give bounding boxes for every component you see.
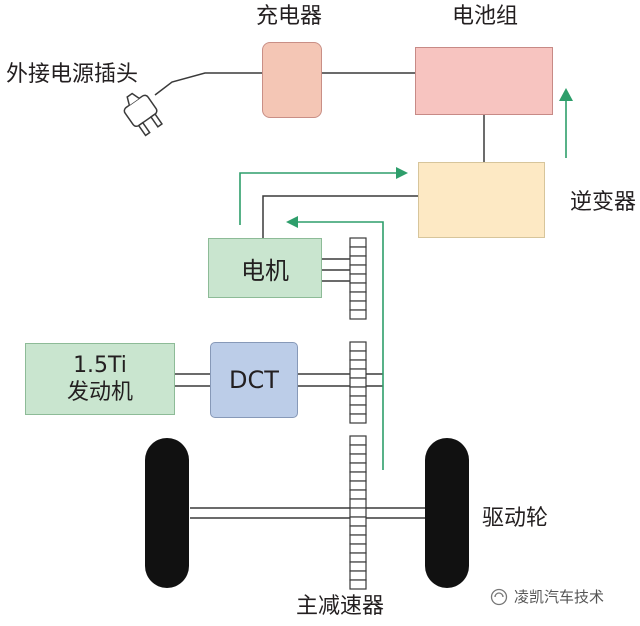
gear-tooth (349, 507, 367, 518)
plug-cable (154, 72, 262, 96)
inverter-box (418, 162, 545, 238)
energy-flow-arrows (239, 100, 567, 470)
right-wheel (425, 438, 469, 588)
dct-label: DCT (229, 366, 279, 394)
motor-to-inverter-flow (239, 172, 400, 225)
gear-tooth (349, 246, 367, 257)
drive-wheel-label: 驱动轮 (482, 506, 549, 531)
engine-label-line1: 1.5Ti (73, 352, 127, 378)
gear-tooth (349, 534, 367, 545)
connection-lines (154, 72, 485, 519)
final-drive-label: 主减速器 (296, 594, 385, 619)
gear-tooth (349, 413, 367, 424)
wheel-to-motor-flow (297, 221, 384, 470)
gear-tooth (349, 237, 367, 248)
motor-box: 电机 (208, 238, 322, 298)
arrowhead-left (286, 216, 298, 228)
gear-tooth (349, 444, 367, 455)
arrowheads (286, 88, 573, 228)
gear-tooth (349, 498, 367, 509)
left-wheel (145, 438, 189, 588)
gear-tooth (349, 386, 367, 397)
battery-pack-label: 电池组 (452, 4, 519, 29)
charger-box (262, 42, 322, 118)
final-drive-gear (349, 237, 367, 590)
inverter-label: 逆变器 (570, 190, 637, 215)
gear-tooth (349, 291, 367, 302)
engine-box: 1.5Ti 发动机 (25, 343, 175, 415)
gear-tooth (349, 453, 367, 464)
gear-tooth (349, 570, 367, 581)
gear-tooth (349, 359, 367, 370)
gear-tooth (349, 395, 367, 406)
battery-pack-box (415, 47, 553, 115)
charger-label: 充电器 (256, 4, 323, 29)
gear-tooth (349, 579, 367, 590)
gear-tooth (349, 377, 367, 388)
watermark: 凌凯汽车技术 (490, 586, 604, 607)
gear-tooth (349, 480, 367, 491)
gear-tooth (349, 341, 367, 352)
gear-tooth (349, 561, 367, 572)
gear-tooth (349, 264, 367, 275)
gear-tooth (349, 273, 367, 284)
inverter-motor-line (262, 195, 418, 238)
gear-tooth (349, 282, 367, 293)
gear-tooth (349, 350, 367, 361)
gear-tooth (349, 462, 367, 473)
gear-tooth (349, 255, 367, 266)
gear-tooth (349, 552, 367, 563)
watermark-icon (490, 588, 508, 605)
gear-tooth (349, 543, 367, 554)
dct-box: DCT (210, 342, 298, 418)
plug-icon (123, 92, 164, 137)
gear-tooth (349, 435, 367, 446)
gear-tooth (349, 404, 367, 415)
watermark-text: 凌凯汽车技术 (514, 588, 605, 606)
arrowhead-up (559, 88, 573, 101)
gear-tooth (349, 525, 367, 536)
external-plug-label: 外接电源插头 (6, 62, 139, 87)
engine-label-line2: 发动机 (66, 380, 133, 405)
motor-label: 电机 (241, 256, 289, 285)
gear-tooth (349, 368, 367, 379)
gear-tooth (349, 471, 367, 482)
gear-tooth (349, 489, 367, 500)
gear-tooth (349, 309, 367, 320)
arrowhead-right (396, 167, 408, 179)
gear-tooth (349, 300, 367, 311)
gear-tooth (349, 516, 367, 527)
